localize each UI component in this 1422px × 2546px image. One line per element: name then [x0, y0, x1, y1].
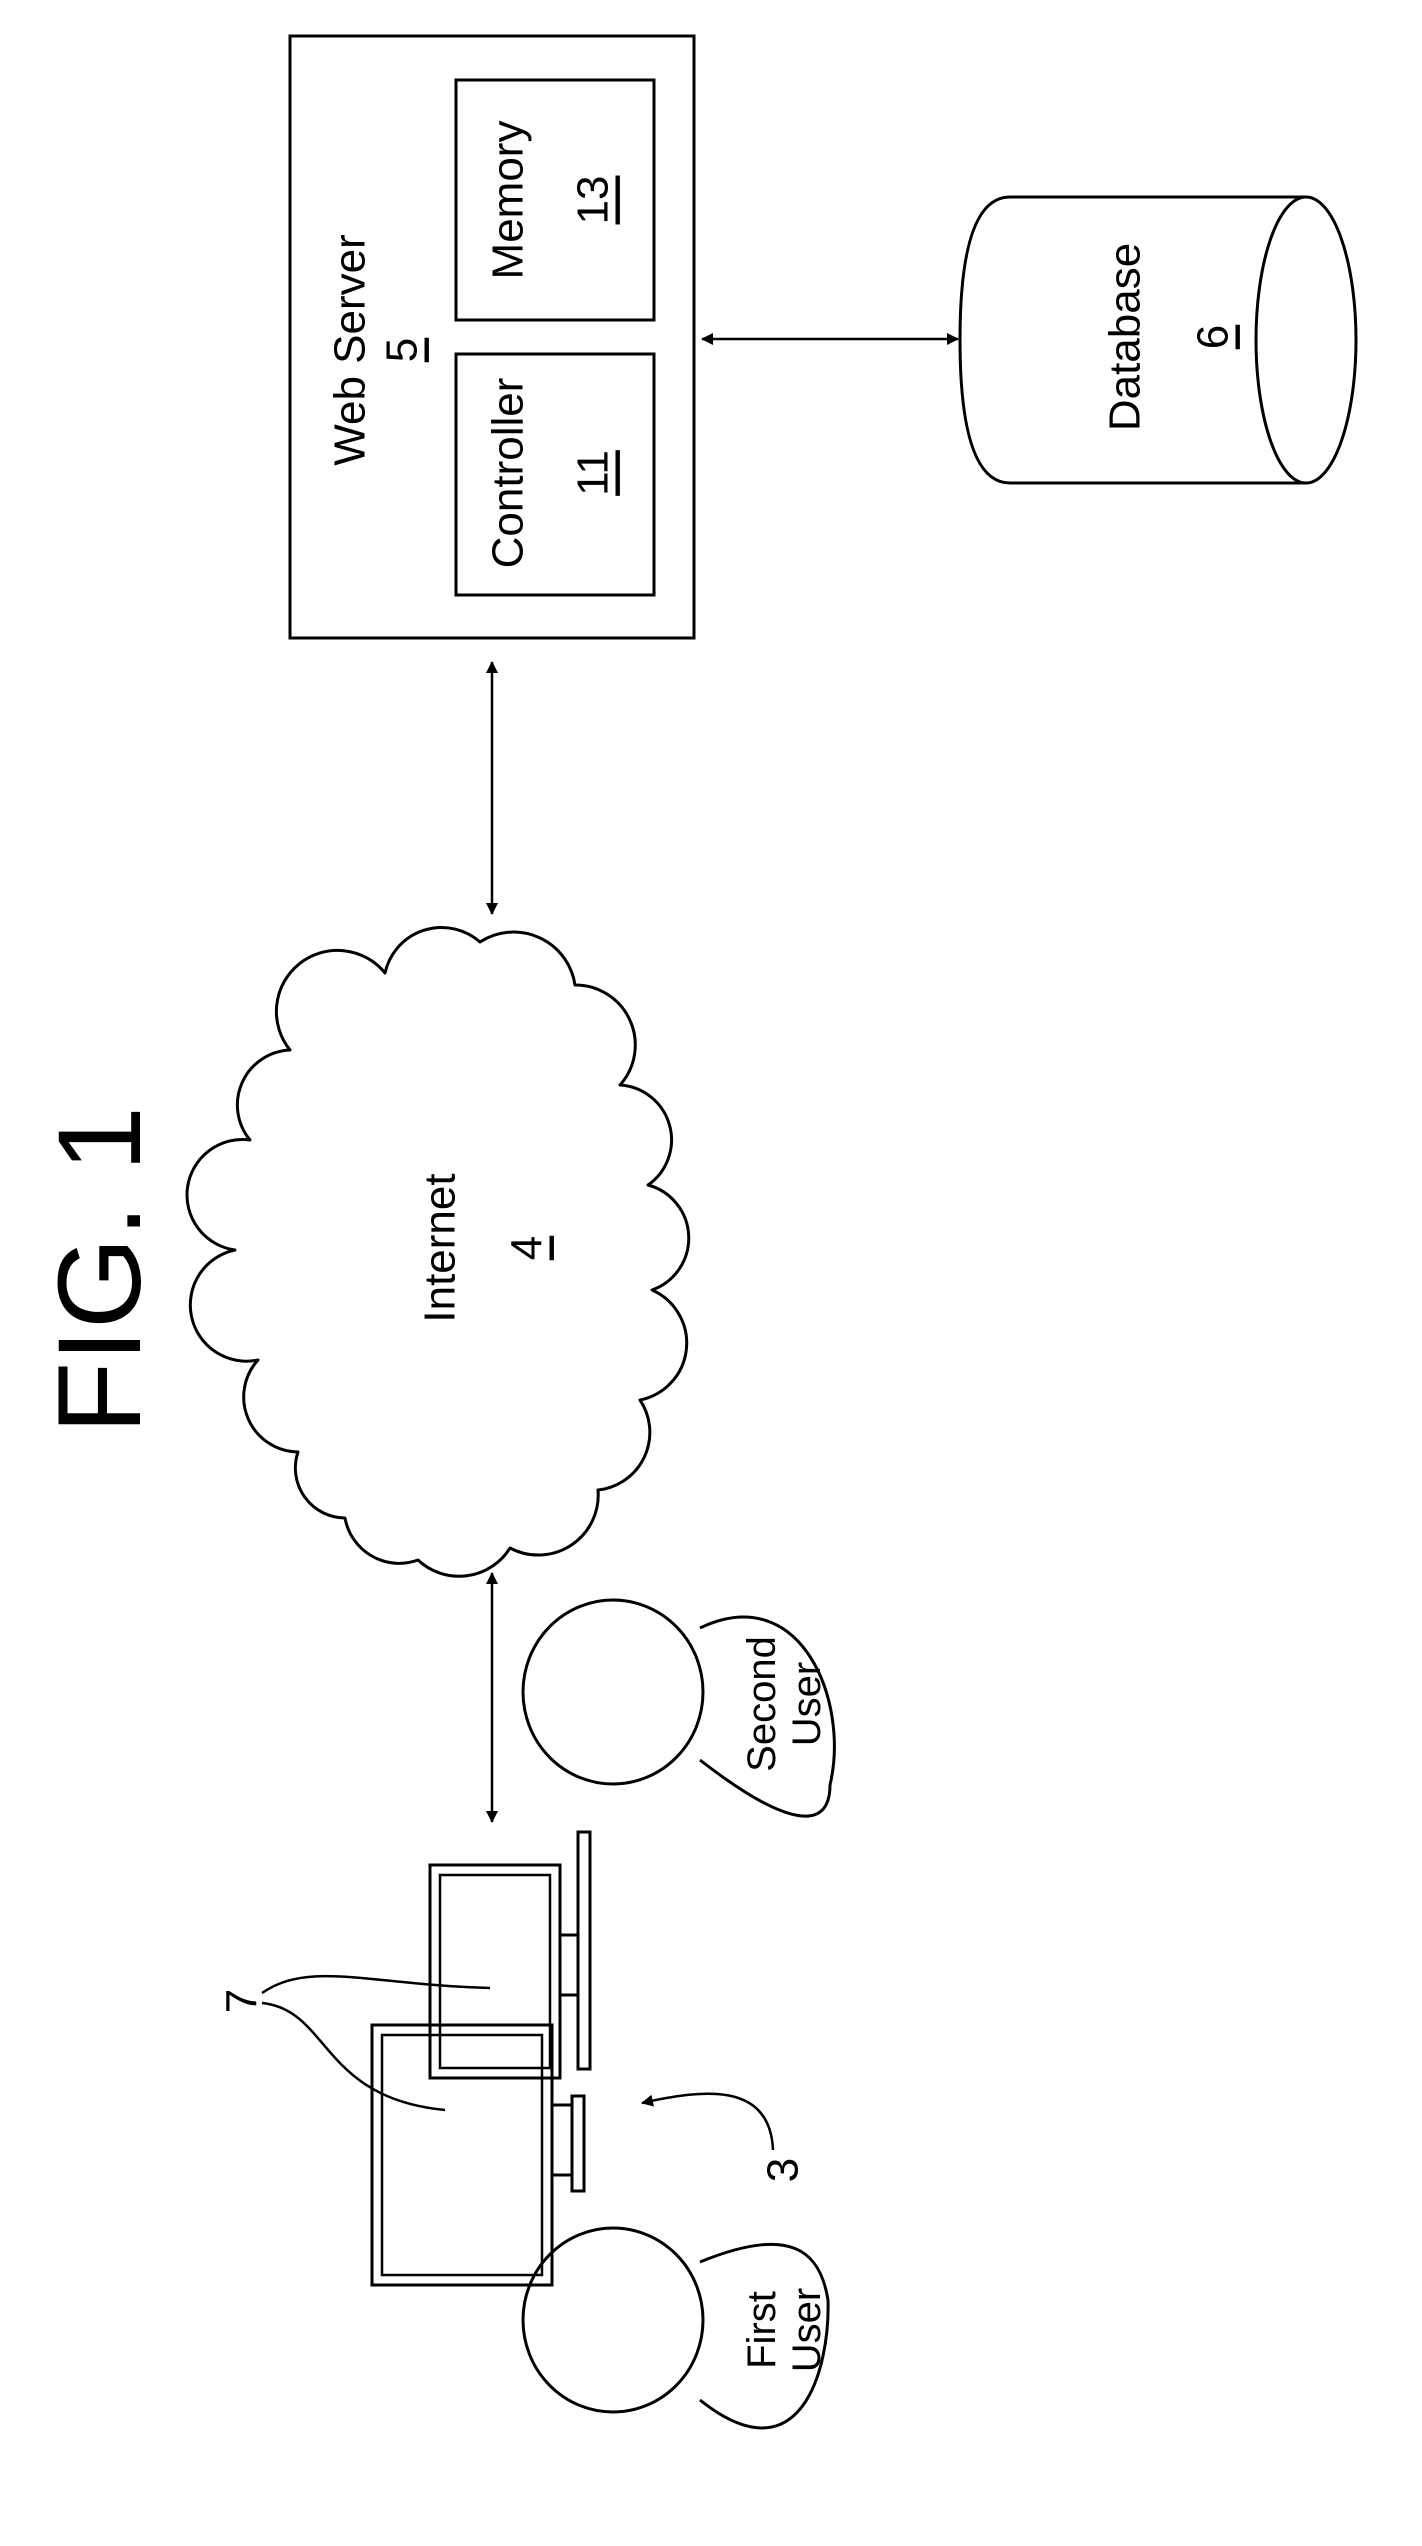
- second-user-head: [523, 1600, 703, 1784]
- database-label: Database: [1101, 243, 1150, 431]
- first-user: First User: [523, 2228, 829, 2428]
- first-user-line1: First: [740, 2291, 784, 2369]
- database-ref: 6: [1189, 325, 1238, 349]
- internet-label: Internet: [416, 1173, 465, 1322]
- memory-label: Memory: [484, 121, 533, 280]
- memory-ref: 13: [569, 176, 618, 225]
- second-user: Second User: [523, 1600, 834, 1816]
- web-server-label: Web Server: [326, 234, 375, 466]
- first-user-line2: User: [785, 2288, 829, 2372]
- second-user-line1: Second: [740, 1636, 784, 1772]
- workstation: 7 3: [218, 1832, 808, 2285]
- controller-label: Controller: [484, 378, 533, 569]
- monitor-lower: [372, 2025, 584, 2285]
- first-user-head: [523, 2228, 703, 2412]
- workstation-ref-leader: [642, 2094, 773, 2150]
- figure-title: FIG. 1: [34, 1106, 166, 1434]
- web-server-block: Web Server 5 Controller 11 Memory 13: [290, 36, 694, 638]
- workstation-ref: 3: [759, 2158, 808, 2182]
- computers-ref: 7: [218, 1989, 267, 2013]
- internet-cloud: Internet 4: [187, 928, 689, 1577]
- internet-ref: 4: [503, 1236, 552, 1260]
- web-server-ref: 5: [378, 338, 427, 362]
- controller-ref: 11: [569, 450, 618, 496]
- monitor-upper: [430, 1832, 590, 2078]
- database-cylinder: Database 6: [960, 197, 1356, 483]
- second-user-line2: User: [785, 1662, 829, 1746]
